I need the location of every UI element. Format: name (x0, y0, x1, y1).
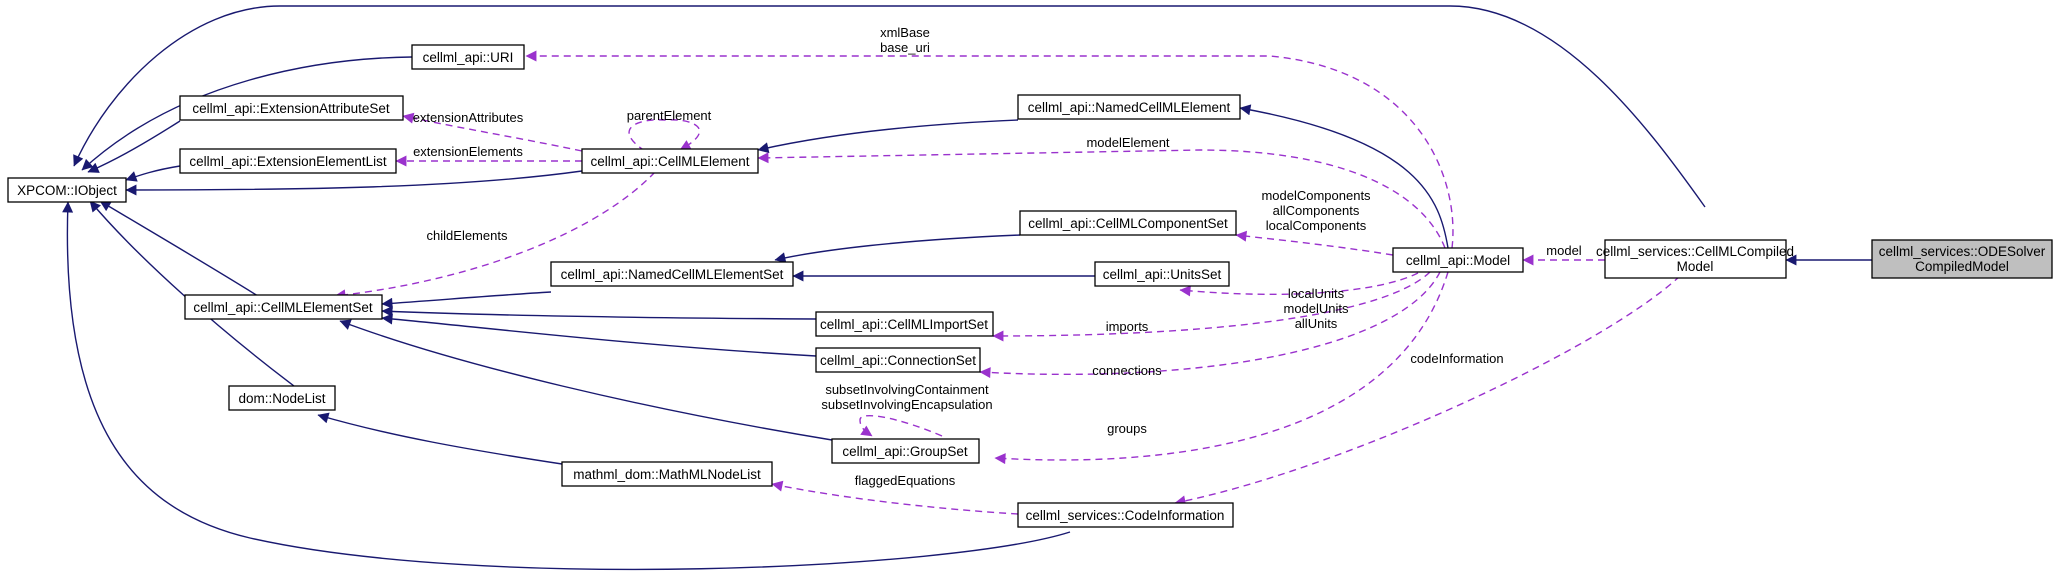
edge-model-uses-cellmlelement (757, 149, 1446, 249)
node-label: cellml_api::GroupSet (842, 444, 968, 459)
node-label-line1: cellml_services::CellMLCompiled (1596, 244, 1794, 259)
edge-label-xmlbase: xmlBase (880, 25, 930, 40)
edge-model-uses-componentset (1235, 230, 1394, 256)
node-mathml-nodelist[interactable]: mathml_dom::MathMLNodeList (561, 461, 773, 487)
edge-label-modelelement: modelElement (1086, 135, 1169, 150)
edge-label-allunits: allUnits (1295, 316, 1338, 331)
node-label-line2: Model (1677, 259, 1714, 274)
edge-groupset-to-cellmlelementset (339, 319, 833, 441)
edge-label-base-uri: base_uri (880, 40, 930, 55)
edge-label-modelunits: modelUnits (1283, 301, 1349, 316)
edge-label-localunits: localUnits (1288, 286, 1345, 301)
node-code-information[interactable]: cellml_services::CodeInformation (1017, 502, 1234, 528)
node-label: cellml_api::ExtensionAttributeSet (192, 101, 390, 116)
edge-model-uses-connectionset (979, 271, 1441, 379)
node-label: cellml_api::CellMLElementSet (193, 300, 373, 315)
edge-model-uses-groupset (994, 271, 1449, 465)
node-label: cellml_api::NamedCellMLElement (1028, 100, 1231, 115)
node-label: cellml_api::CellMLElement (590, 154, 749, 169)
edge-componentset-to-namedset (774, 234, 1021, 264)
edge-nodelist-to-iobject (89, 200, 295, 387)
node-dom-nodelist[interactable]: dom::NodeList (228, 385, 336, 411)
edge-label-model: model (1546, 243, 1582, 258)
node-cellml-element[interactable]: cellml_api::CellMLElement (581, 148, 759, 174)
edge-importset-to-cellmlelementset (381, 305, 817, 320)
edge-label-modelcomponents: modelComponents (1261, 188, 1371, 203)
node-xpcom-iobject[interactable]: XPCOM::IObject (7, 177, 127, 203)
node-cellml-compiled-model[interactable]: cellml_services::CellMLCompiled Model (1596, 239, 1794, 279)
node-label: cellml_api::Model (1406, 253, 1510, 268)
edge-cellmlelement-uses-extattrset (402, 112, 583, 152)
usage-edges (334, 50, 1681, 515)
edge-model-to-namedelement (1239, 104, 1449, 249)
edge-label-parentelement: parentElement (627, 108, 712, 123)
node-label: XPCOM::IObject (17, 183, 117, 198)
edge-label-subset-encapsulation: subsetInvolvingEncapsulation (821, 397, 992, 412)
edge-namedset-to-cellmlelementset (381, 291, 552, 309)
node-cellml-element-set[interactable]: cellml_api::CellMLElementSet (184, 294, 383, 320)
edge-label-codeinformation: codeInformation (1410, 351, 1503, 366)
edge-label-extensionelements: extensionElements (413, 144, 523, 159)
node-connection-set[interactable]: cellml_api::ConnectionSet (815, 347, 981, 373)
edge-mathmlnodelist-to-nodelist (317, 412, 563, 465)
edge-label-connections: connections (1092, 363, 1162, 378)
edge-label-localcomponents: localComponents (1266, 218, 1367, 233)
inheritance-edges (62, 5, 1872, 571)
edge-label-groups: groups (1107, 421, 1147, 436)
node-label: cellml_api::CellMLImportSet (820, 317, 988, 332)
edge-labels: xmlBase base_uri extensionAttributes ext… (413, 25, 1582, 488)
edge-label-allcomponents: allComponents (1273, 203, 1360, 218)
node-label: cellml_api::URI (423, 50, 514, 65)
edge-label-childelements: childElements (427, 228, 508, 243)
edge-uri-to-iobject (81, 56, 413, 171)
node-model[interactable]: cellml_api::Model (1392, 247, 1524, 273)
node-label: cellml_api::ConnectionSet (820, 353, 976, 368)
node-label: dom::NodeList (238, 391, 325, 406)
edge-label-subset-containment: subsetInvolvingContainment (825, 382, 989, 397)
node-label-line1: cellml_services::ODESolver (1879, 244, 2046, 259)
edge-cellmlelementset-to-iobject (99, 200, 259, 297)
node-cellml-import-set[interactable]: cellml_api::CellMLImportSet (815, 311, 994, 337)
edge-cellmlelement-to-iobject (125, 170, 583, 196)
edge-model-uses-importset (992, 271, 1431, 342)
node-uri[interactable]: cellml_api::URI (411, 44, 525, 70)
edge-extattrset-to-iobject (87, 120, 181, 173)
edge-label-extensionattributes: extensionAttributes (413, 110, 524, 125)
edge-model-uses-unitsset (1179, 272, 1419, 297)
edge-connectionset-to-cellmlelementset (381, 313, 817, 357)
edge-model-uses-uri (525, 50, 1454, 249)
node-group-set[interactable]: cellml_api::GroupSet (831, 438, 980, 464)
node-label: cellml_api::ExtensionElementList (189, 154, 387, 169)
edge-compiledmodel-to-iobject (73, 5, 1706, 208)
edge-groupset-subset-loop (859, 414, 943, 437)
node-label: cellml_services::CodeInformation (1026, 508, 1225, 523)
edge-namedelement-to-cellmlelement (757, 119, 1019, 154)
node-units-set[interactable]: cellml_api::UnitsSet (1094, 261, 1230, 287)
edge-extelemlist-to-iobject (125, 165, 181, 182)
node-named-cellml-element[interactable]: cellml_api::NamedCellMLElement (1017, 94, 1241, 120)
edge-label-flaggedequations: flaggedEquations (855, 473, 956, 488)
edge-codeinfo-to-iobject (62, 201, 1071, 571)
node-cellml-component-set[interactable]: cellml_api::CellMLComponentSet (1019, 210, 1237, 236)
node-ode-solver-compiled-model[interactable]: cellml_services::ODESolver CompiledModel (1871, 239, 2053, 279)
node-extension-element-list[interactable]: cellml_api::ExtensionElementList (179, 148, 397, 174)
node-named-cellml-element-set[interactable]: cellml_api::NamedCellMLElementSet (550, 261, 794, 287)
edge-cellmlelement-parentelement-loop (628, 119, 701, 152)
node-label: cellml_api::NamedCellMLElementSet (561, 267, 784, 282)
edge-label-imports: imports (1106, 319, 1149, 334)
edge-compiledmodel-uses-codeinfo (1174, 275, 1681, 507)
node-label: cellml_api::CellMLComponentSet (1028, 216, 1228, 231)
node-label-line2: CompiledModel (1915, 259, 2009, 274)
node-label: cellml_api::UnitsSet (1103, 267, 1222, 282)
edge-cellmlelement-uses-cellmlelementset (334, 171, 656, 301)
edge-codeinfo-uses-mathmlnodelist (771, 480, 1019, 515)
node-label: mathml_dom::MathMLNodeList (573, 467, 761, 482)
node-extension-attribute-set[interactable]: cellml_api::ExtensionAttributeSet (179, 95, 404, 121)
